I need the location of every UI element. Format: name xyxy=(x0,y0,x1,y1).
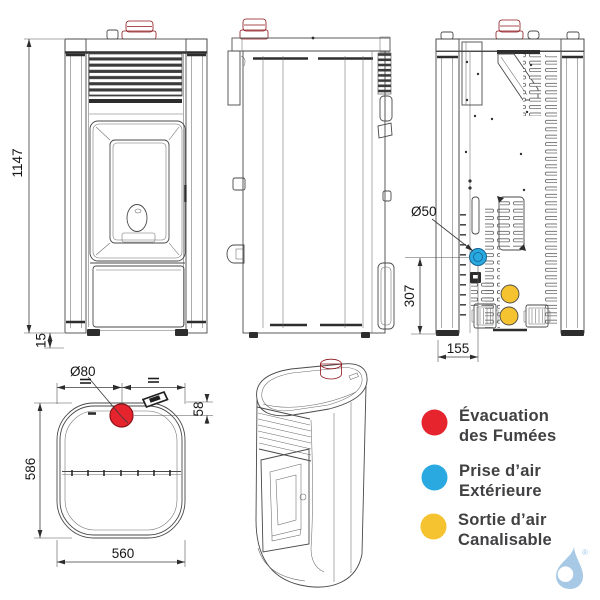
dim-intake-offset: 155 xyxy=(437,266,479,362)
legend-label-line: des Fumées xyxy=(459,426,557,445)
rear-rivets xyxy=(464,60,533,192)
top-seam xyxy=(62,470,181,476)
flue-cap-side xyxy=(239,18,269,40)
brand-watermark: ® xyxy=(552,544,592,594)
legend-label-line: Extérieure xyxy=(459,481,542,500)
dim-front-clearance: 15 xyxy=(34,333,64,349)
legend-label-line: Prise d’air xyxy=(459,462,541,480)
legend-label-line: Canalisable xyxy=(458,530,552,549)
flue-cap-rear xyxy=(495,19,524,40)
dim-label-depth: 586 xyxy=(23,458,38,481)
control-panel xyxy=(141,390,169,409)
dim-label-flue-diameter: Ø80 xyxy=(70,364,96,379)
dim-label-clearance: 15 xyxy=(34,333,49,348)
front-view: 1147 15 xyxy=(10,20,208,349)
side-view xyxy=(226,18,395,338)
flue-cap-front xyxy=(121,20,157,40)
front-base xyxy=(87,262,188,336)
door-porthole xyxy=(126,204,148,232)
rear-vent-slots xyxy=(460,54,557,328)
dim-label-height: 1147 xyxy=(10,148,25,177)
dim-label-intake-height: 307 xyxy=(402,285,417,308)
legend-label-line: Évacuation xyxy=(459,407,550,425)
dim-top-center xyxy=(56,377,186,405)
water-drop-logo-icon: ® xyxy=(556,546,588,589)
dim-label-flue-offset: 58 xyxy=(191,401,206,416)
dim-front-height: 1147 xyxy=(10,38,64,334)
dim-width: 560 xyxy=(56,540,186,567)
top-bracket xyxy=(106,29,119,40)
smoke-evacuation-dot-icon xyxy=(421,409,448,436)
dim-flue-offset: 58 xyxy=(134,394,213,424)
door-latch xyxy=(184,185,187,202)
perspective-view xyxy=(255,358,368,588)
flue-cap-perspective xyxy=(320,358,342,380)
dim-label-width: 560 xyxy=(112,546,135,561)
legend-label-line: Sortie d’air xyxy=(458,511,547,529)
dim-label-intake-offset: 155 xyxy=(447,341,470,356)
duct-outlet-dot-icon xyxy=(420,513,447,540)
rear-view: Ø50 307 155 xyxy=(402,19,585,362)
front-grille xyxy=(88,52,183,103)
dim-flue-diameter: Ø80 xyxy=(70,364,129,424)
legend-item-external-air-intake: Prise d’air Extérieure xyxy=(421,462,542,501)
side-rear-fittings xyxy=(226,50,246,264)
air-intake-port xyxy=(469,248,487,266)
side-right-fittings xyxy=(377,52,395,330)
duct-outlet-port-lower xyxy=(499,306,519,326)
dim-intake-diameter: Ø50 xyxy=(411,204,474,252)
front-door xyxy=(89,120,187,262)
air-intake-dot-icon xyxy=(421,464,448,491)
dim-label-intake-diameter: Ø50 xyxy=(411,204,437,219)
duct-outlet-port-upper xyxy=(500,284,520,304)
perspective-door xyxy=(260,448,310,553)
top-view: Ø80 58 xyxy=(23,364,213,567)
perspective-grille xyxy=(256,406,312,462)
front-pillars xyxy=(64,38,208,334)
rear-connectors xyxy=(471,303,551,329)
dim-intake-height: 307 xyxy=(402,257,470,335)
registered-mark: ® xyxy=(582,548,588,557)
legend-item-ductable-air-outlet: Sortie d’air Canalisable xyxy=(420,511,552,550)
dim-depth: 586 xyxy=(23,402,72,539)
legend-item-smoke-evacuation: Évacuation des Fumées xyxy=(421,407,556,446)
